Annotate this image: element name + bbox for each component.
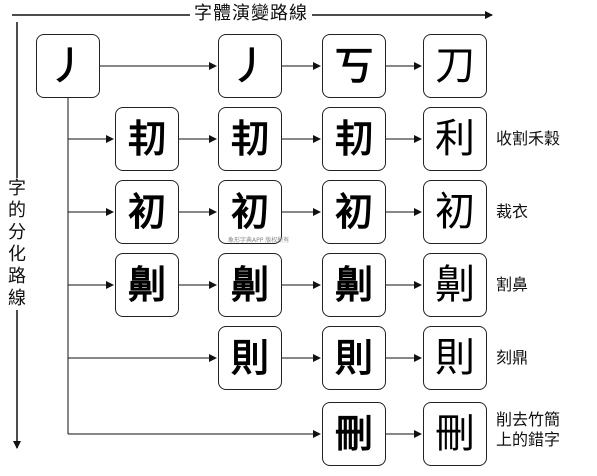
row4-stage2-box: 劓 [218,253,282,317]
row5-stage3-box: 則 [322,326,386,390]
row5-stage3-glyph: 則 [334,335,373,380]
row2-stage1-glyph: 㓞 [127,116,166,161]
row2-stage2-box: 㓞 [218,107,282,171]
row2-modern-box: 利 [423,107,487,171]
row4-stage3-glyph: 劓 [334,262,373,307]
evolution-route-title: 字體演變路線 [190,3,312,25]
row4-stage1-glyph: 劓 [127,262,166,307]
row6-modern-glyph: 刪 [435,411,475,457]
row3-modern-box: 初 [423,180,487,244]
row4-stage3-box: 劓 [322,253,386,317]
row4-meaning: 割鼻 [496,275,529,294]
row3-stage3-box: 初 [322,180,386,244]
branch-route-title: 字的分化路線 [6,178,28,310]
row2-modern-glyph: 利 [435,116,475,162]
row3-stage1-box: 初 [115,180,179,244]
row5-stage2-glyph: 則 [230,335,269,380]
row1-stage3-glyph: 丂 [334,43,373,88]
row4-stage2-glyph: 劓 [230,262,269,307]
row3-stage2-box: 初 [218,180,282,244]
row6-meaning: 削去竹簡 上的錯字 [496,410,561,449]
row2-stage3-glyph: 㓞 [334,116,373,161]
row6-stage3-glyph: 刪 [334,411,373,456]
row5-meaning: 刻鼎 [496,348,529,367]
row2-meaning: 收割禾穀 [496,129,561,148]
row3-stage1-glyph: 初 [127,189,166,234]
row3-modern-glyph: 初 [435,189,475,235]
source-glyph: 丿 [48,43,87,88]
row1-stage3-box: 丂 [322,34,386,98]
row5-stage2-box: 則 [218,326,282,390]
row3-stage2-glyph: 初 [230,189,269,234]
row1-modern-glyph: 刀 [435,43,475,89]
row4-stage1-box: 劓 [115,253,179,317]
row3-stage3-glyph: 初 [334,189,373,234]
row1-modern-box: 刀 [423,34,487,98]
row2-stage3-box: 㓞 [322,107,386,171]
row2-stage1-box: 㓞 [115,107,179,171]
row1-stage2-glyph: 丿 [230,43,269,88]
row2-stage2-glyph: 㓞 [230,116,269,161]
source-glyph-box: 丿 [36,34,100,98]
row6-stage3-box: 刪 [322,402,386,466]
row4-modern-glyph: 劓 [435,262,475,308]
row4-modern-box: 劓 [423,253,487,317]
row5-modern-box: 則 [423,326,487,390]
row6-modern-box: 刪 [423,402,487,466]
watermark: 象形字典APP 版权所有 [228,237,290,244]
row5-modern-glyph: 則 [435,335,475,381]
row3-meaning: 裁衣 [496,202,529,221]
row1-stage2-box: 丿 [218,34,282,98]
